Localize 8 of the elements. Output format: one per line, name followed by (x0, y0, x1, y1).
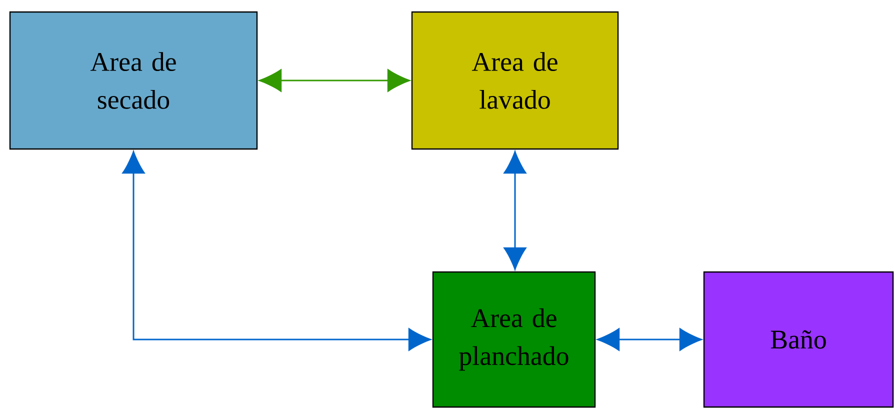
area-box: Area de secado (9, 11, 258, 150)
arrow (597, 328, 702, 351)
area-box: Baño (703, 271, 894, 408)
arrow (122, 151, 431, 351)
arrow (259, 69, 410, 92)
area-box: Area de planchado (432, 271, 596, 408)
area-box: Area de lavado (411, 11, 619, 150)
arrow (504, 151, 526, 270)
